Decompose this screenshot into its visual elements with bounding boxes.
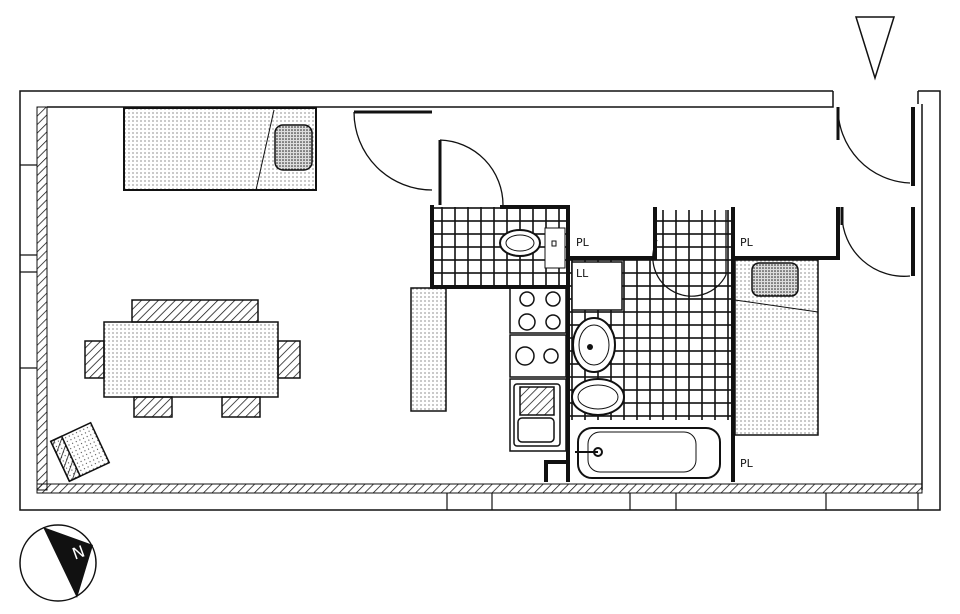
bathroom — [570, 210, 732, 482]
label-pl-wc: PL — [576, 236, 590, 249]
label-ll: LL — [576, 267, 589, 280]
label-pl-bath: PL — [740, 457, 754, 470]
doors — [353, 106, 911, 297]
kitchen-counter — [509, 286, 567, 452]
north-compass-icon: N — [19, 524, 97, 602]
label-pl-bedroom: PL — [740, 236, 754, 249]
dining-set — [84, 299, 301, 418]
interior-walls — [430, 107, 915, 482]
bottom-wall — [36, 483, 923, 494]
wc-room — [432, 207, 568, 285]
left-wall — [36, 106, 48, 491]
bed-bedroom — [734, 259, 819, 436]
entrance-marker-icon — [854, 16, 896, 81]
bed-living — [123, 107, 317, 191]
armchair — [49, 421, 111, 483]
cabinet — [410, 287, 447, 412]
windows — [20, 164, 919, 510]
